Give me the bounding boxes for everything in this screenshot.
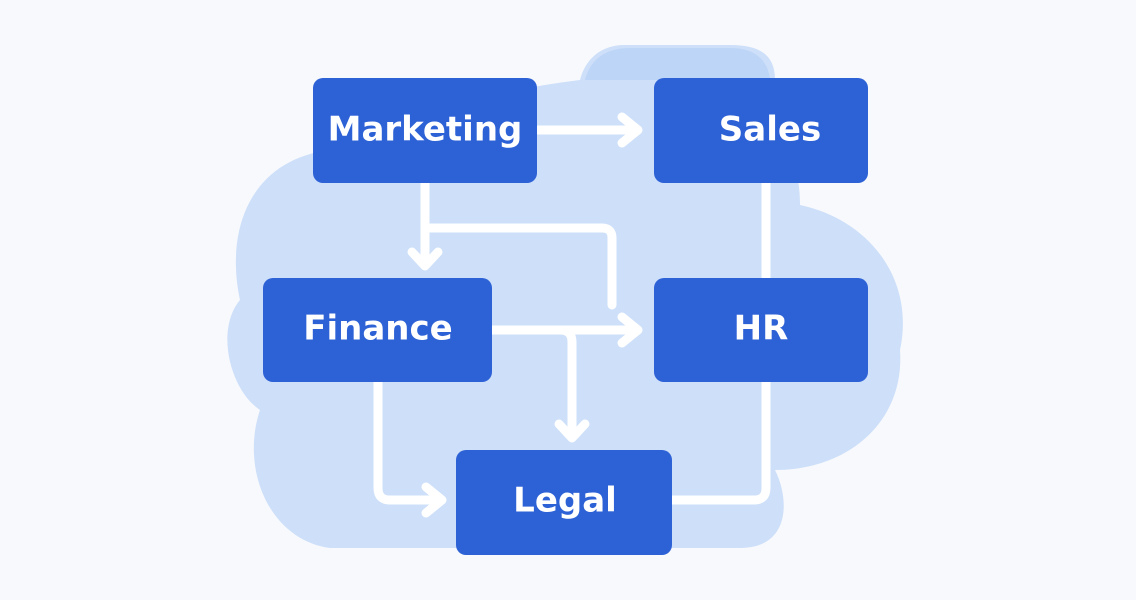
blob-tab (585, 48, 770, 80)
node-marketing: Marketing (313, 78, 537, 183)
node-marketing-label: Marketing (328, 110, 523, 150)
node-legal-box (456, 450, 672, 555)
arrowhead-legal-top (554, 419, 590, 443)
node-sales-label: Sales (719, 110, 821, 150)
connector-hr-legal (667, 377, 771, 505)
arrowhead-legal-left (421, 482, 447, 518)
arrowhead-hr (617, 312, 643, 348)
node-legal: Legal (456, 450, 672, 555)
connector-marketing-hr (420, 223, 617, 310)
node-marketing-box (313, 78, 537, 183)
node-legal-label: Legal (513, 481, 617, 521)
node-sales: Sales (654, 78, 868, 183)
node-hr-box (654, 278, 868, 382)
node-sales-box (654, 78, 868, 183)
node-finance-box (263, 278, 492, 382)
connector-finance-legal-mid (555, 325, 577, 437)
node-finance: Finance (263, 278, 492, 382)
node-finance-label: Finance (303, 309, 452, 349)
node-hr: HR (654, 278, 868, 382)
arrowhead-sales (617, 112, 643, 148)
arrowhead-finance (407, 247, 443, 271)
connector-finance-legal-left (373, 377, 441, 505)
connectors (373, 112, 771, 518)
node-hr-label: HR (734, 309, 789, 349)
